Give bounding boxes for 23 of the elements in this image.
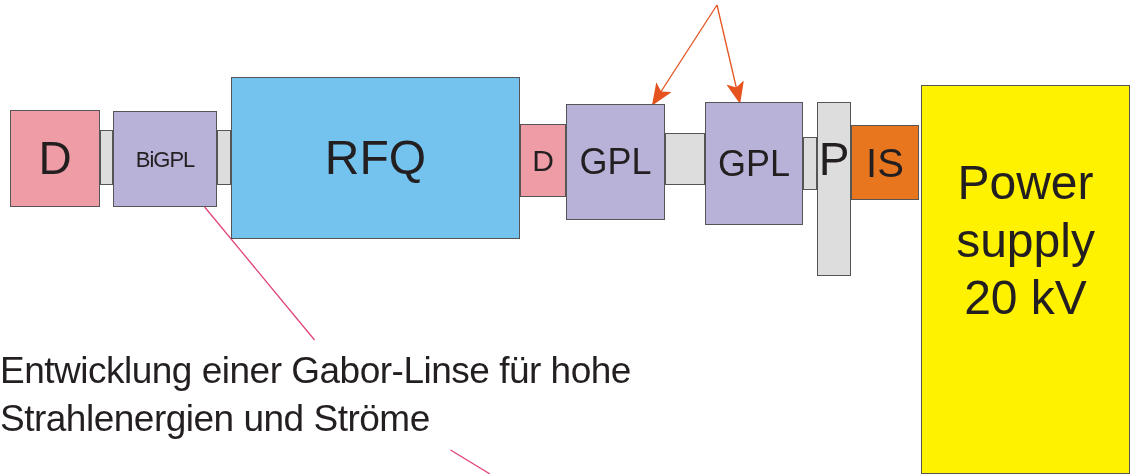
component-box: [566, 104, 665, 220]
component-label: Power supply 20 kV: [955, 155, 1096, 327]
component-box: [817, 102, 851, 276]
power-supply-box: [921, 85, 1130, 474]
component-label: P: [818, 132, 850, 187]
component-box: [520, 124, 566, 197]
arrow: [716, 4, 744, 104]
component-label: GPL: [717, 141, 790, 186]
component-box: [851, 125, 919, 200]
leader-line: [449, 449, 491, 474]
arrow: [651, 4, 718, 106]
component-box: [113, 111, 217, 207]
component-label: BiGPL: [135, 145, 195, 174]
leader-line: [204, 206, 316, 341]
component-box: [10, 110, 100, 207]
component-label: D: [38, 131, 72, 186]
component-label: IS: [866, 139, 904, 187]
component-box: [705, 102, 803, 225]
component-label: D: [532, 143, 554, 179]
component-box: [231, 77, 520, 239]
component-label: GPL: [579, 140, 652, 184]
caption-text: Entwicklung einer Gabor-Linse für hohe Strahlenergien und Ströme: [0, 348, 632, 441]
component-label: RFQ: [324, 130, 427, 186]
